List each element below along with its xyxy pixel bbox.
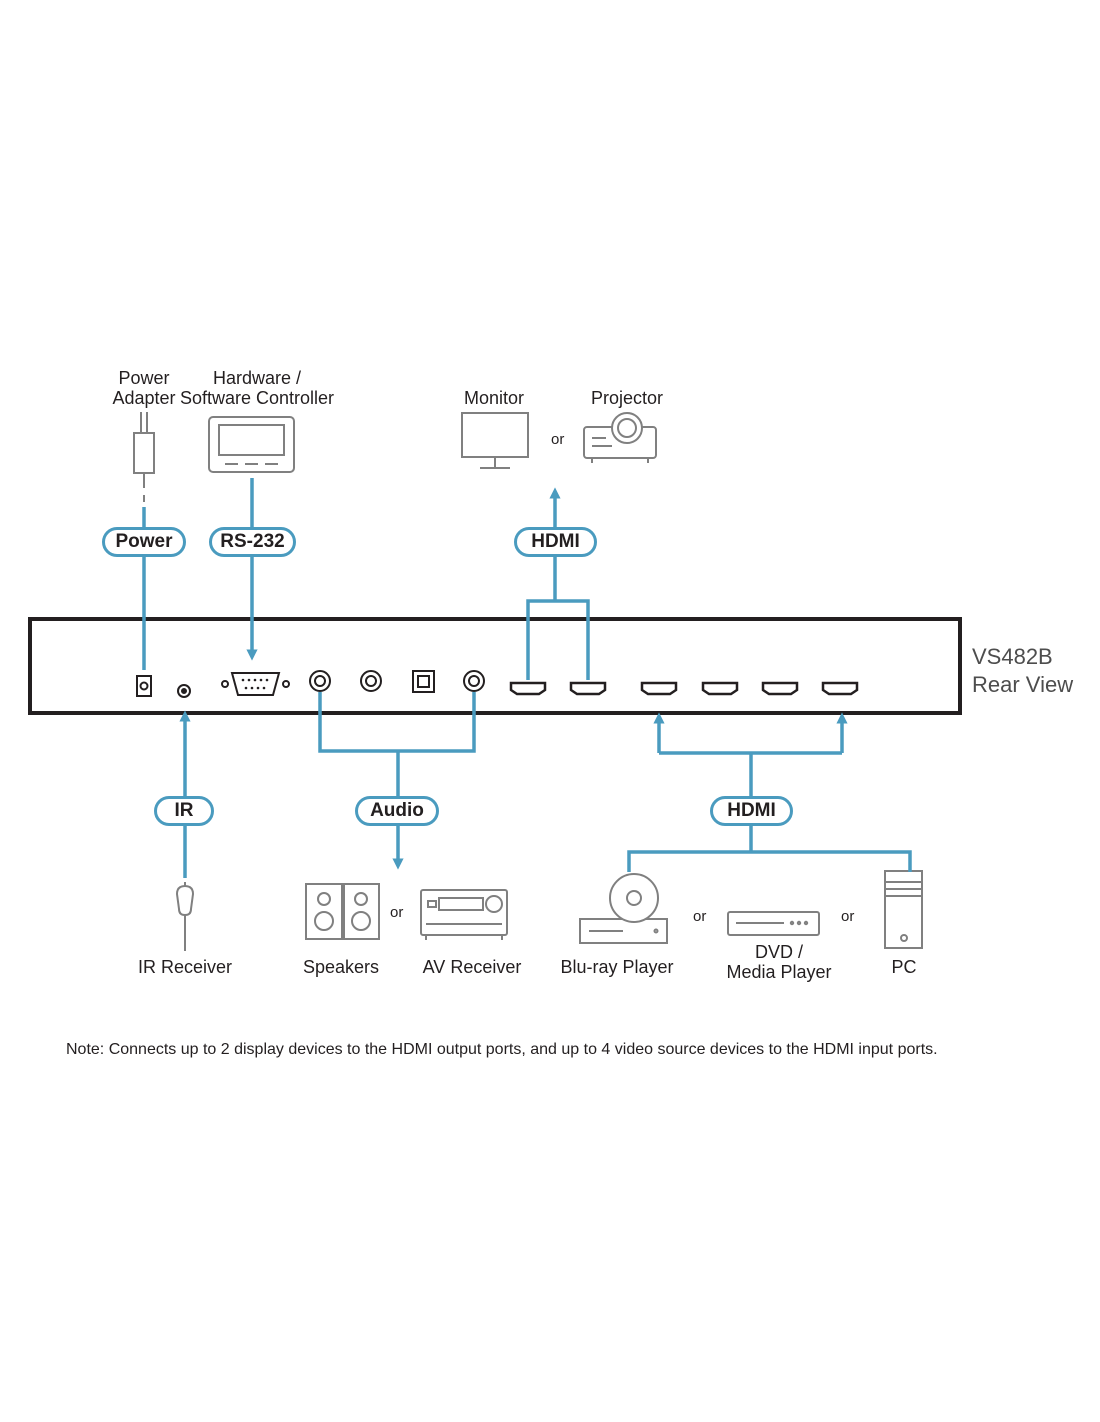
power-adapter-label-line2: Adapter: [112, 388, 176, 408]
controller-icon: [208, 416, 295, 473]
hdmi-input-port: [821, 681, 859, 696]
hdmi-output-port: [509, 681, 547, 696]
controller-label: Hardware / Software Controller: [177, 368, 337, 408]
dvd-player-label: DVD / Media Player: [714, 942, 844, 982]
hdmi-input-port: [640, 681, 678, 696]
ir-badge: IR: [154, 796, 214, 826]
power-adapter-label-line1: Power: [118, 368, 170, 388]
rs232-badge: RS-232: [209, 527, 296, 557]
ir-receiver-icon: [175, 882, 195, 951]
device-panel: [28, 617, 962, 715]
controller-label-line2: Software Controller: [179, 388, 335, 408]
speakers-icon: [305, 883, 380, 940]
projector-icon: [583, 412, 657, 463]
audio-connector-line: [318, 692, 476, 870]
hdmi-output-badge: HDMI: [514, 527, 597, 557]
monitor-icon: [461, 412, 529, 469]
dvd-player-label-line1: DVD /: [754, 942, 803, 962]
power-adapter-icon: [133, 412, 155, 502]
or-label: or: [390, 904, 404, 921]
hdmi-output-port: [569, 681, 607, 696]
device-title: VS482B Rear View: [972, 643, 1073, 699]
ir-receiver-label: IR Receiver: [137, 957, 233, 977]
pc-label: PC: [891, 957, 917, 977]
optical-port: [412, 670, 435, 693]
controller-label-line1: Hardware /: [212, 368, 302, 388]
bluray-player-icon: [579, 873, 668, 944]
audio-port: [463, 670, 485, 692]
or-label: or: [841, 908, 855, 925]
rs232-port: [221, 672, 290, 696]
note-text: Note: Connects up to 2 display devices t…: [66, 1041, 938, 1058]
audio-port: [360, 670, 382, 692]
hdmi-input-badge: HDMI: [710, 796, 793, 826]
projector-label: Projector: [590, 388, 664, 408]
dvd-player-icon: [727, 911, 820, 936]
hdmi-input-port: [701, 681, 739, 696]
pc-icon: [884, 870, 923, 949]
power-adapter-label: Power Adapter: [94, 368, 194, 408]
device-view: Rear View: [972, 672, 1074, 697]
device-model: VS482B: [972, 644, 1053, 669]
hdmi-input-connector-line: [627, 712, 912, 872]
audio-port: [309, 670, 331, 692]
hdmi-input-port: [761, 681, 799, 696]
or-label: or: [693, 908, 707, 925]
ir-port: [177, 684, 191, 698]
power-port: [136, 675, 152, 697]
or-label: or: [551, 431, 565, 448]
audio-badge: Audio: [355, 796, 439, 826]
monitor-label: Monitor: [463, 388, 525, 408]
av-receiver-label: AV Receiver: [422, 957, 522, 977]
speakers-label: Speakers: [302, 957, 380, 977]
dvd-player-label-line2: Media Player: [726, 962, 832, 982]
av-receiver-icon: [420, 889, 508, 940]
bluray-player-label: Blu-ray Player: [560, 957, 674, 977]
power-badge: Power: [102, 527, 186, 557]
hdmi-output-connector-line: [526, 487, 590, 680]
